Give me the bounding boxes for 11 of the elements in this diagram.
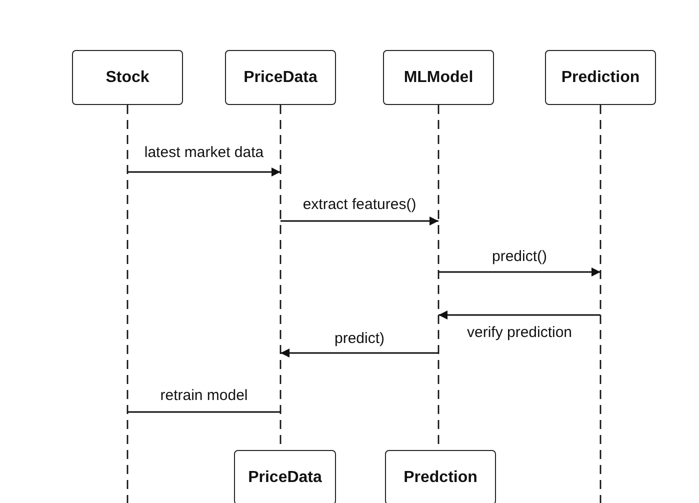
participant-box: PriceData [234, 450, 336, 503]
message-arrow [128, 168, 280, 176]
message-label: predict() [490, 248, 549, 266]
message-arrow [280, 216, 438, 226]
message-arrow [438, 268, 600, 276]
message-arrow [280, 348, 438, 358]
participant-box: Predction [385, 450, 496, 503]
message-line [128, 411, 280, 413]
message-arrow [438, 310, 600, 320]
message-label: predict) [332, 330, 387, 348]
message-label: extract features() [300, 196, 418, 214]
